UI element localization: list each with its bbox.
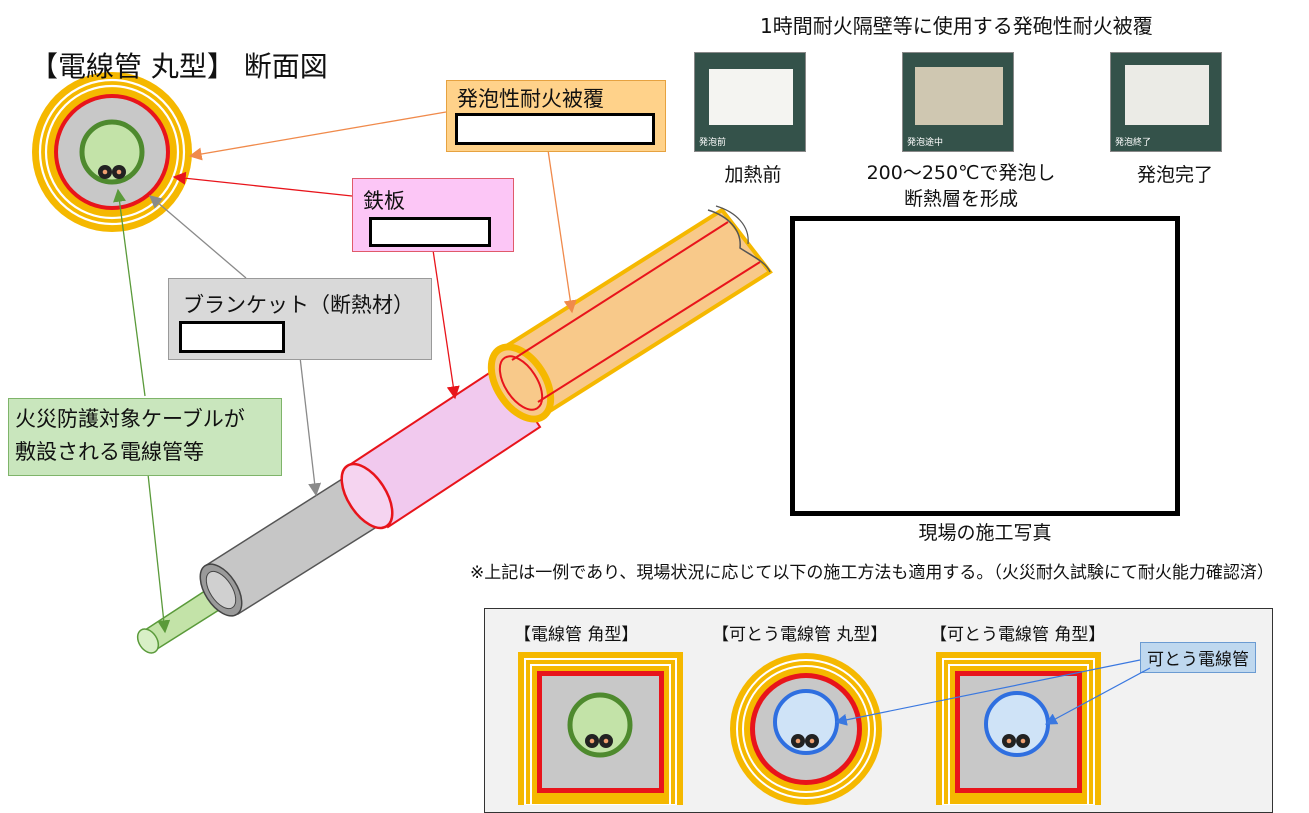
callout-foam: 発泡性耐火被覆 — [446, 80, 666, 152]
photo-after-label: 発泡終了 — [1115, 138, 1152, 148]
site-photo-frame — [790, 216, 1180, 516]
callout-cable-label: 火災防護対象ケーブルが 敷設される電線管等 — [15, 407, 245, 464]
callout-steel: 鉄板 — [352, 178, 514, 252]
callout-blanket-label: ブランケット（断熱材） — [183, 293, 414, 317]
callout-foam-label: 発泡性耐火被覆 — [457, 87, 604, 111]
photo-before-caption: 加熱前 — [724, 164, 782, 186]
header-title: 1時間耐火隔壁等に使用する発砲性耐火被覆 — [760, 14, 1153, 38]
variant-flex-round-label: 【可とう電線管 丸型】 — [712, 625, 888, 645]
callout-blanket-blank — [179, 321, 285, 353]
cross-section-round — [32, 72, 192, 232]
photo-after: 発泡終了 — [1110, 52, 1222, 152]
photo-before: 発泡前 — [694, 52, 806, 152]
callout-cable: 火災防護対象ケーブルが 敷設される電線管等 — [8, 398, 282, 476]
callout-foam-blank — [455, 113, 655, 145]
variant-flex-square-label: 【可とう電線管 角型】 — [930, 625, 1106, 645]
callout-steel-label: 鉄板 — [363, 189, 405, 213]
conduit-3d-illustration — [136, 205, 773, 654]
section-title: 【電線管 丸型】 断面図 — [30, 50, 328, 83]
variant-square-label: 【電線管 角型】 — [514, 625, 639, 645]
photo-during-caption: 200〜250℃で発泡し 断熱層を形成 — [866, 162, 1056, 210]
site-photo-caption: 現場の施工写真 — [918, 522, 1052, 544]
note-text: ※上記は一例であり、現場状況に応じて以下の施工方法も適用する。（火災耐久試験にて… — [470, 563, 1274, 583]
callout-steel-blank — [369, 217, 491, 247]
flex-conduit-tag: 可とう電線管 — [1140, 642, 1256, 673]
photo-during: 発泡途中 — [902, 52, 1014, 152]
photo-after-caption: 発泡完了 — [1136, 164, 1213, 186]
photo-during-label: 発泡途中 — [907, 138, 944, 148]
photo-before-label: 発泡前 — [699, 138, 727, 148]
callout-blanket: ブランケット（断熱材） — [168, 278, 432, 360]
